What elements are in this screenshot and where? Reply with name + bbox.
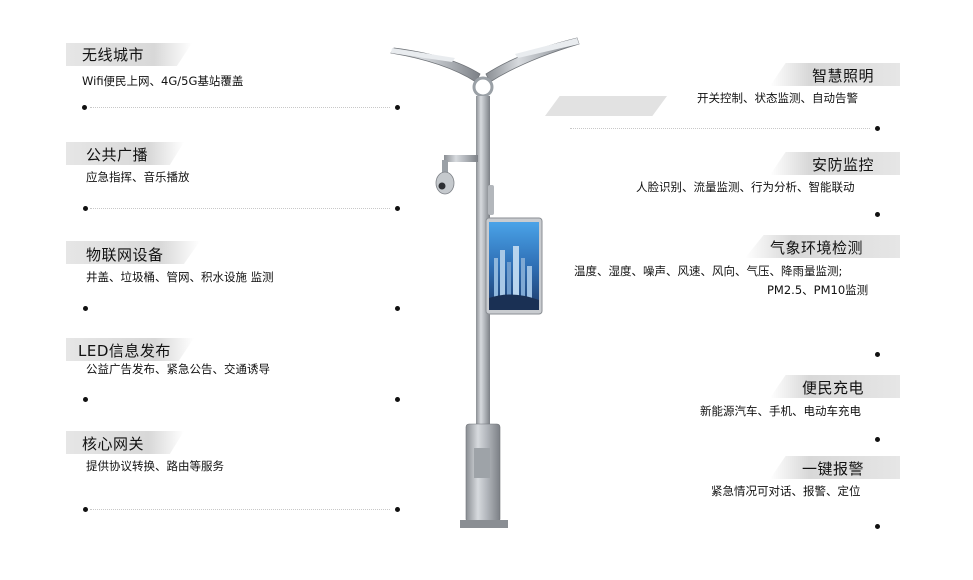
title-tag [770,152,900,175]
feature-title: 安防监控 [812,156,875,174]
line-start-dot [83,397,88,402]
line-end-dot [395,105,400,110]
feature-title: 无线城市 [82,46,145,64]
feature-desc-2: PM2.5、PM10监测 [767,283,869,297]
line-end-dot [395,306,400,311]
feature-title: LED信息发布 [78,342,171,360]
line-end-dot [395,397,400,402]
title-tag [66,241,200,264]
feature-desc: 新能源汽车、手机、电动车充电 [700,404,861,418]
feature-title: 一键报警 [802,460,865,478]
line-end-dot [875,212,880,217]
title-tag [770,63,900,86]
feature-desc: 人脸识别、流量监测、行为分析、智能联动 [636,180,855,194]
lamp-arms [390,37,580,98]
dotted-leader [90,509,390,510]
led-screen [485,217,543,315]
line-start-dot [83,306,88,311]
title-tag [770,456,900,479]
feature-desc: 公益广告发布、紧急公告、交通诱导 [86,362,270,376]
feature-desc: 提供协议转换、路由等服务 [86,459,224,473]
feature-desc: 开关控制、状态监测、自动告警 [697,91,858,105]
feature-title: 公共广播 [86,146,149,164]
feature-desc: 井盖、垃圾桶、管网、积水设施 监测 [86,270,274,284]
feature-title: 便民充电 [802,379,865,397]
feature-desc: 紧急情况可对话、报警、定位 [711,484,861,498]
line-end-dot [875,126,880,131]
line-start-dot [82,105,87,110]
pole-shaft [476,96,490,426]
line-start-dot [83,507,88,512]
title-tag [745,235,900,258]
dotted-leader [90,208,390,209]
line-end-dot [395,206,400,211]
title-tag [770,375,900,398]
feature-title: 智慧照明 [812,67,875,85]
title-tag [66,142,184,165]
line-end-dot [395,507,400,512]
dotted-leader [90,107,390,108]
line-end-dot [875,352,880,357]
line-start-dot [83,206,88,211]
dotted-leader [570,128,870,129]
camera-icon [435,155,478,195]
pole-base [460,423,508,528]
title-tag [66,338,194,361]
line-end-dot [875,437,880,442]
feature-title: 气象环境检测 [770,239,864,257]
feature-title: 核心网关 [82,435,145,453]
title-tag [66,431,184,454]
feature-desc: Wifi便民上网、4G/5G基站覆盖 [82,74,244,88]
blank-tag [545,96,667,116]
line-end-dot [875,524,880,529]
feature-desc: 温度、湿度、噪声、风速、风向、气压、降雨量监测; [574,264,843,278]
title-tag [66,43,192,66]
feature-title: 物联网设备 [86,246,164,264]
feature-desc: 应急指挥、音乐播放 [86,170,190,184]
